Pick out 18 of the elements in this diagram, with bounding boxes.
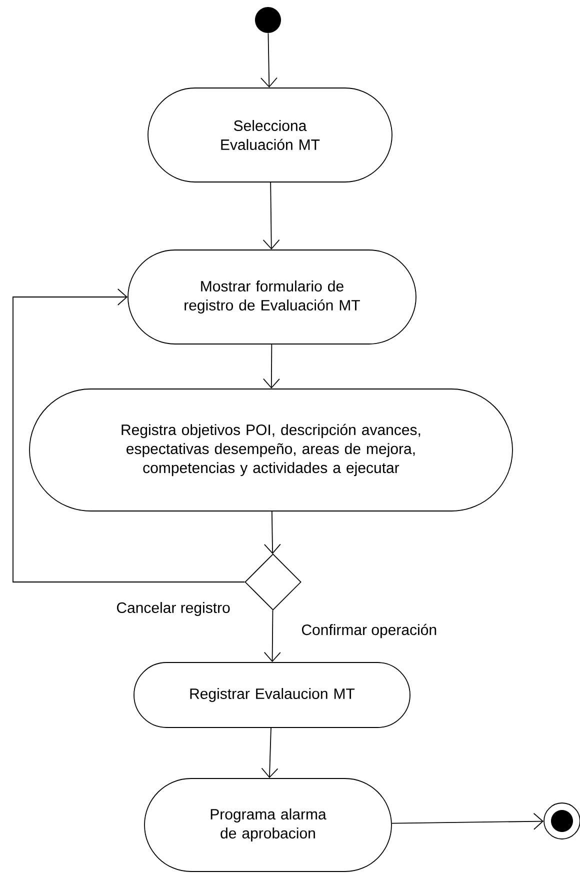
action-box: Programa alarma de aprobacion (144, 778, 392, 872)
action-box: Mostrar formulario de registro de Evaluación MT (128, 250, 416, 344)
decision-diamond (244, 554, 302, 610)
arrow (263, 344, 280, 389)
start-dot (255, 7, 281, 33)
action-box: Selecciona Evaluación MT (148, 88, 392, 182)
arrow (12, 288, 245, 582)
arrow (264, 610, 281, 662)
arrow (264, 511, 281, 554)
edge-label: Confirmar operación (300, 622, 438, 640)
action-box: Registra objetivos POI, descripción avances, espectativas desempeño, areas de mejora, competencias y actividades a ejecutar (29, 388, 513, 512)
arrow (262, 182, 280, 250)
arrow (261, 728, 278, 778)
arrow (260, 32, 278, 88)
edge-label: Cancelar registro (115, 601, 232, 617)
arrow (392, 812, 544, 830)
end-dot (544, 802, 580, 840)
action-box: Registrar Evalaucion MT (134, 662, 410, 728)
